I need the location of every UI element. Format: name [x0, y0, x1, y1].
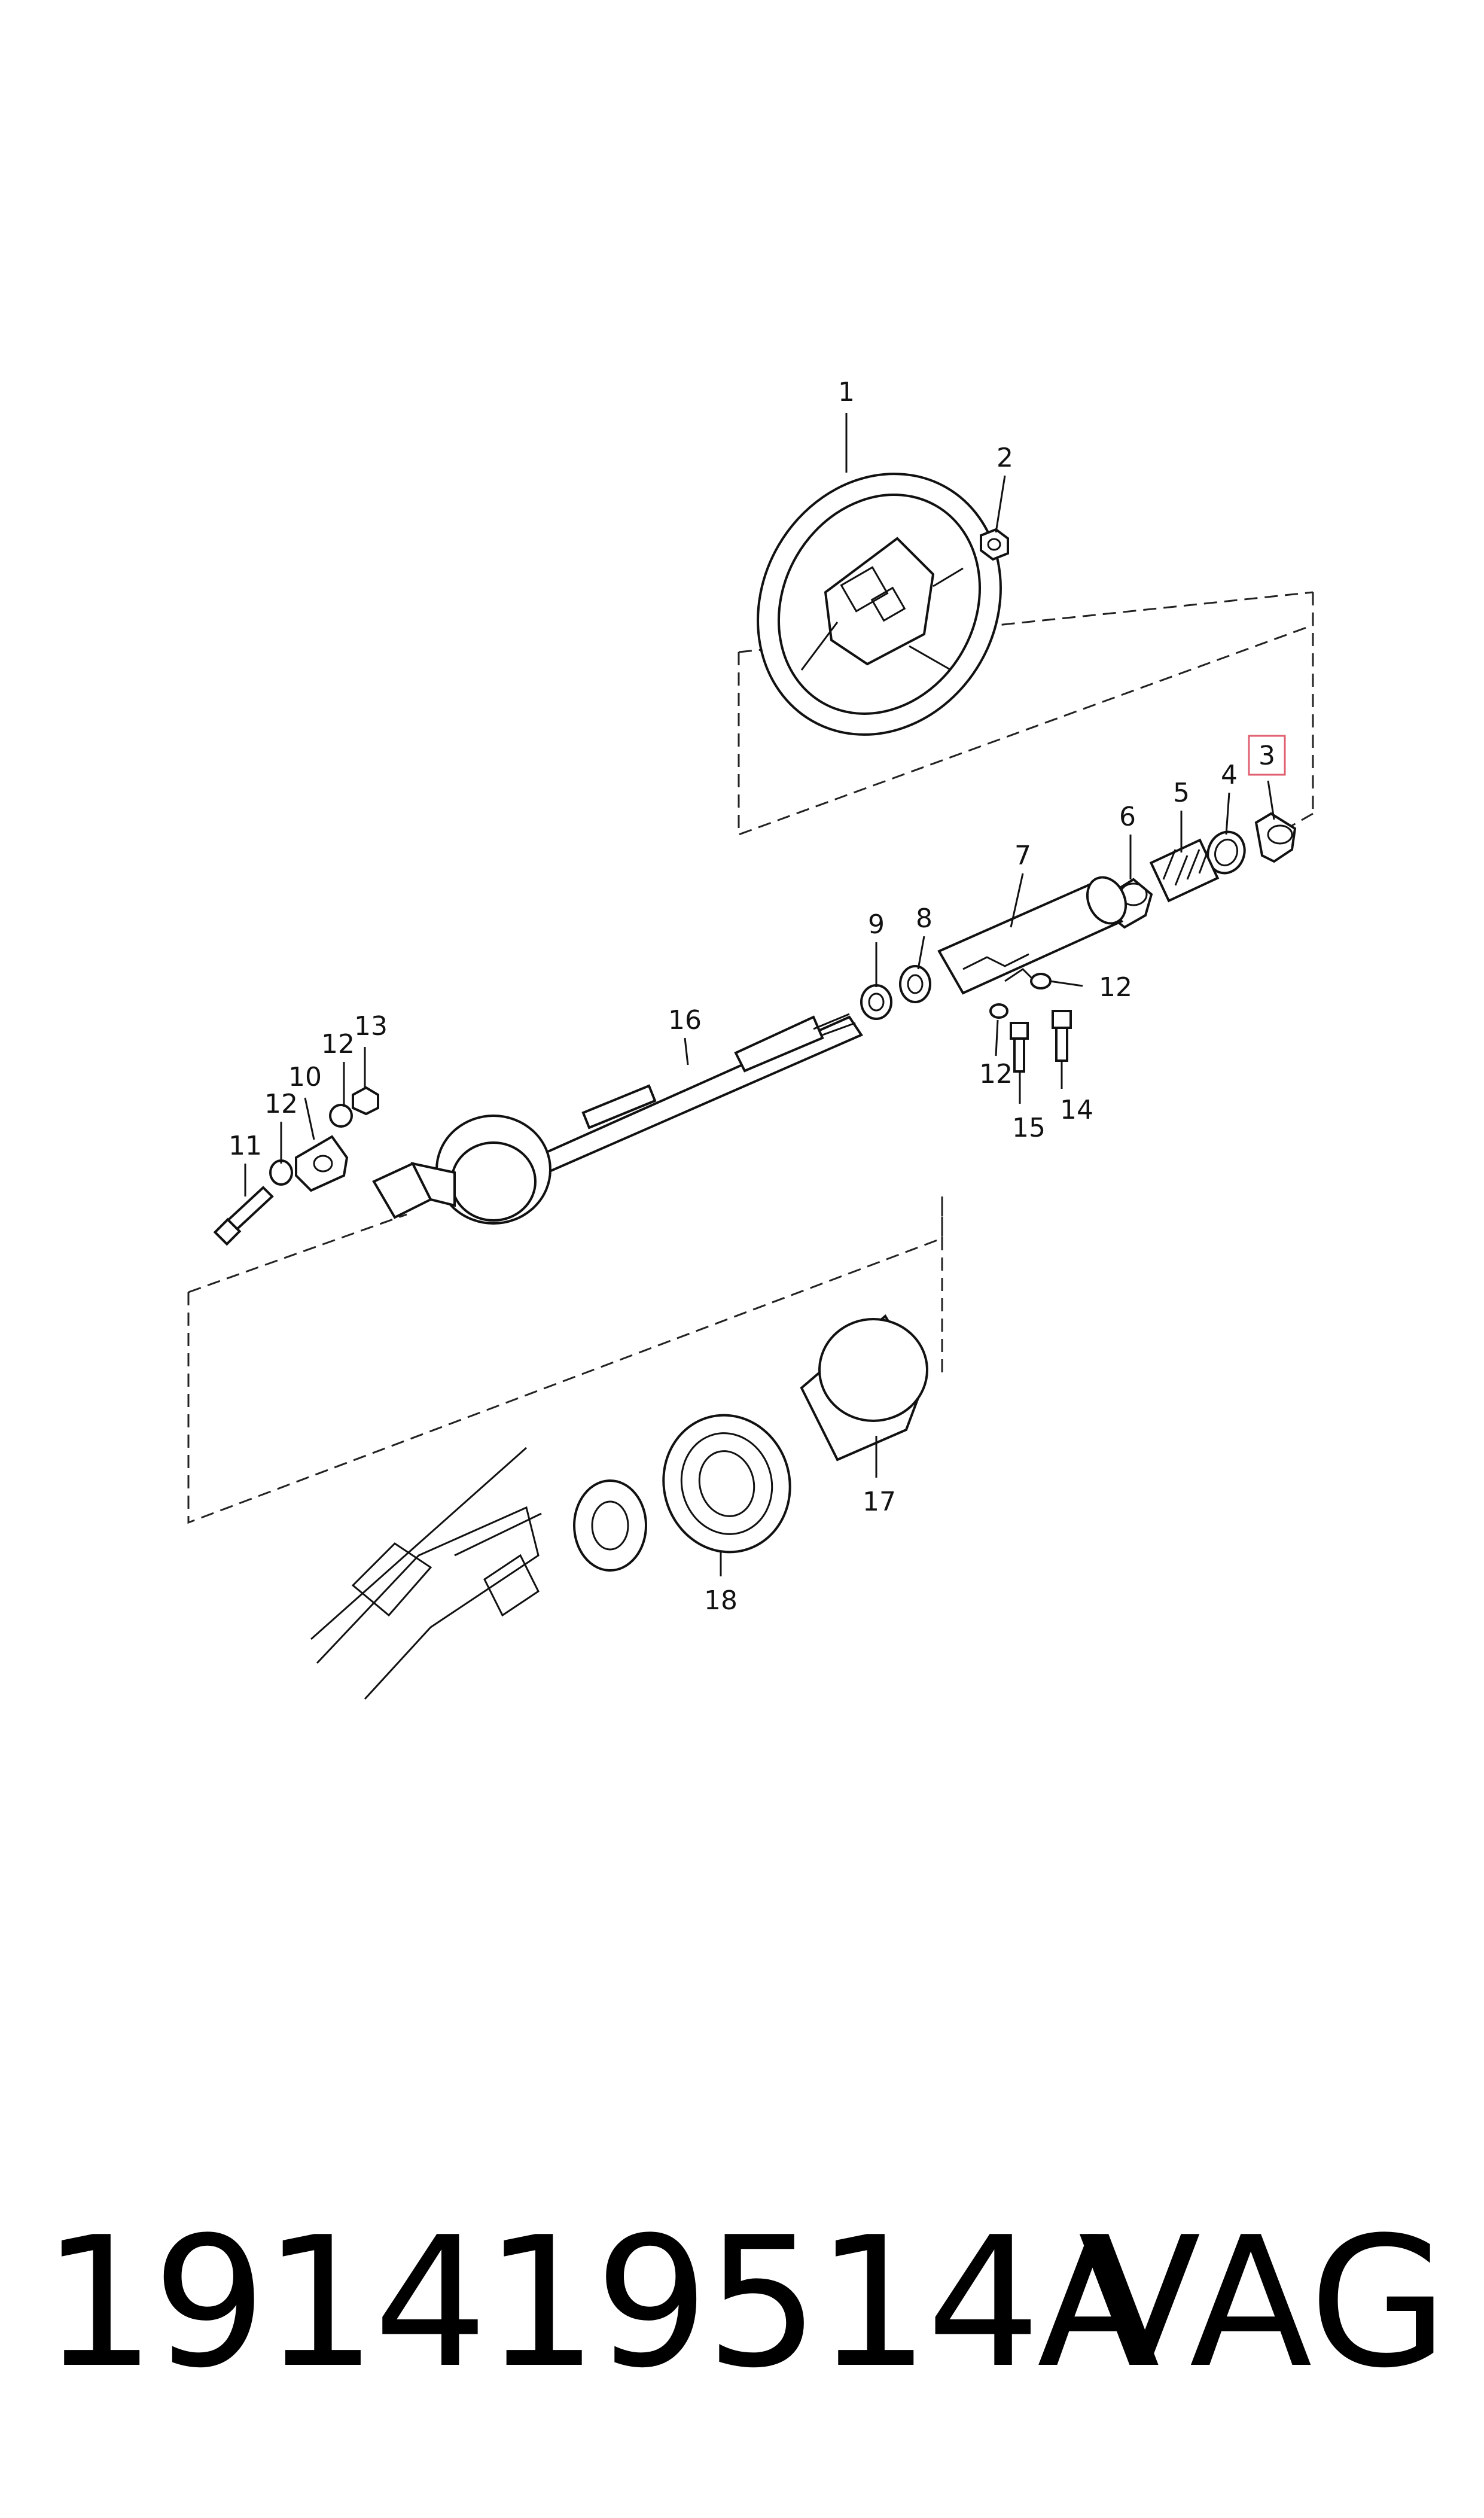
callout-12-right: 12 [1099, 972, 1132, 1003]
o-ring-lower-part [989, 1003, 1008, 1019]
sleeve-part [800, 1314, 928, 1462]
bearing-part [899, 965, 931, 1003]
callout-12-left: 12 [264, 1089, 298, 1119]
callout-10: 10 [288, 1062, 322, 1092]
leader-12-right [1049, 980, 1083, 987]
washer-top-left-part [329, 1104, 353, 1128]
spring-part [1149, 838, 1220, 903]
callout-13: 13 [354, 1011, 388, 1042]
upper-dashed-top [738, 591, 1314, 653]
part-number-label: 191419514A [42, 2199, 1160, 2407]
callout-5: 5 [1173, 778, 1190, 808]
long-bolt-part [213, 1186, 274, 1246]
callout-16: 16 [668, 1005, 702, 1036]
upper-dashed-end [1291, 812, 1314, 827]
steering-shaft-part [372, 1013, 863, 1225]
bolt-14-part [1052, 1010, 1072, 1062]
callout-3-highlight-box [1248, 735, 1286, 776]
callout-6: 6 [1119, 802, 1136, 832]
boot-part [573, 1414, 791, 1572]
brand-label: VAG [1078, 2199, 1448, 2407]
nut-part [980, 528, 1009, 561]
callout-9: 9 [868, 909, 885, 940]
callout-1: 1 [838, 377, 855, 407]
callout-3: 3 [1258, 741, 1275, 771]
washer-left-part [269, 1159, 293, 1186]
callout-14: 14 [1060, 1095, 1093, 1125]
footer: 191419514A VAG [0, 2213, 1484, 2411]
bolt-15-part [1010, 1022, 1029, 1073]
o-ring-right-part [1030, 973, 1052, 989]
ring-part [1206, 830, 1246, 875]
steering-wheel-part [757, 473, 1002, 736]
leader-3 [1267, 780, 1275, 820]
leader-2 [995, 475, 1006, 533]
callout-2: 2 [997, 443, 1013, 473]
callout-7: 7 [1014, 841, 1031, 871]
callout-4: 4 [1221, 760, 1238, 790]
vehicle-column-context [310, 1447, 542, 1700]
callout-8: 8 [916, 903, 933, 934]
leader-12-bottom [995, 1019, 999, 1056]
leader-4 [1225, 792, 1230, 835]
leader-10 [304, 1097, 315, 1140]
callout-11: 11 [228, 1131, 262, 1161]
callout-17: 17 [863, 1487, 896, 1517]
washer-part [860, 984, 892, 1020]
callout-18: 18 [704, 1585, 738, 1616]
small-nut-part [352, 1086, 379, 1116]
column-tube-part [937, 876, 1128, 995]
leader-16 [684, 1037, 689, 1065]
callout-15: 15 [1012, 1113, 1046, 1143]
lower-assembly-dashed-outline [187, 1196, 943, 1524]
callout-12-top-left: 12 [321, 1029, 355, 1059]
callout-12-bottom: 12 [979, 1059, 1013, 1089]
leader-8 [917, 936, 925, 970]
exploded-parts-diagram: 1 2 3 4 5 6 7 8 9 10 11 12 12 12 12 13 1… [187, 377, 1314, 1700]
cap-part [1254, 812, 1297, 863]
clamp-part [295, 1135, 349, 1192]
leader-7 [1010, 873, 1024, 928]
lower-dashed-top [188, 1213, 407, 1293]
